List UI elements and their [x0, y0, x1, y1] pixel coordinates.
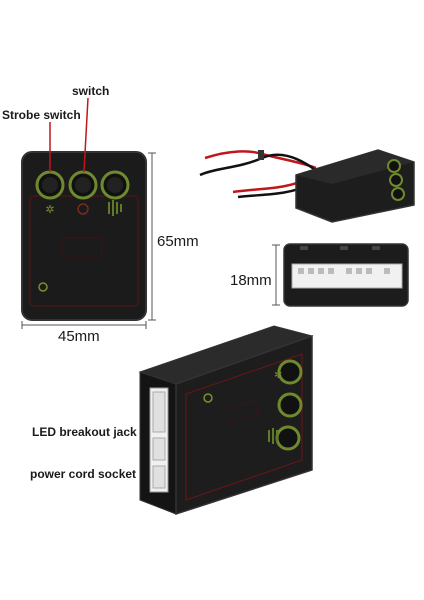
svg-text:✲: ✲	[274, 370, 282, 381]
power-cord-socket-label: power cord socket	[30, 467, 137, 481]
depth-dimension: 18mm	[230, 272, 272, 289]
strobe-switch-label: Strobe switch	[2, 108, 81, 122]
indicator-led-icon	[38, 282, 48, 292]
sun-symbol-icon: ✲	[45, 204, 54, 216]
switch-button-icon	[68, 170, 98, 200]
height-dimension: 65mm	[157, 233, 199, 250]
strobe-button-icon	[35, 170, 65, 200]
strobe-pattern-icon	[108, 200, 122, 216]
side-view	[283, 243, 409, 307]
front-view: ✲	[21, 151, 147, 321]
wired-view	[199, 149, 415, 223]
width-dimension: 45mm	[58, 328, 100, 345]
perspective-view: ✲	[138, 325, 314, 516]
switch-label: switch	[72, 84, 110, 98]
led-breakout-jack-label: LED breakout jack	[32, 425, 137, 439]
third-button-icon	[100, 170, 130, 200]
power-symbol-icon	[77, 203, 89, 215]
